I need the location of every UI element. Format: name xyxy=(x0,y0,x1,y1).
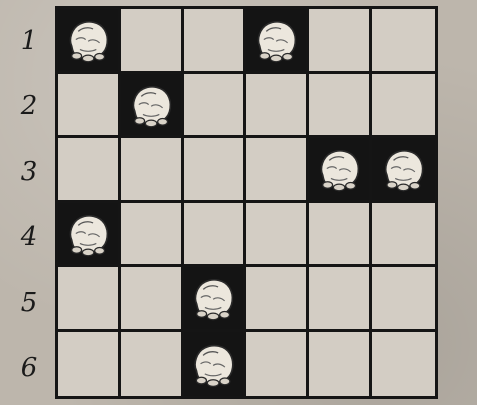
grid-cell-r5-c4[interactable] xyxy=(246,267,309,332)
grid-cell-r1-c3[interactable] xyxy=(184,9,247,74)
grid-cell-r5-c2[interactable] xyxy=(121,267,184,332)
grid-cell-r1-c1[interactable] xyxy=(58,9,121,74)
grid-cell-r6-c1[interactable] xyxy=(58,332,121,397)
grid-cell-r1-c4[interactable] xyxy=(246,9,309,74)
row-label-1: 1 xyxy=(12,8,46,74)
grid-cell-r4-c2[interactable] xyxy=(121,203,184,268)
grid-cell-r3-c4[interactable] xyxy=(246,138,309,203)
grid-cell-r6-c2[interactable] xyxy=(121,332,184,397)
grid-cell-r3-c6[interactable] xyxy=(372,138,435,203)
grid-cell-r4-c5[interactable] xyxy=(309,203,372,268)
grid-cell-r4-c3[interactable] xyxy=(184,203,247,268)
grid-cell-r5-c3[interactable] xyxy=(184,267,247,332)
grid-cell-r6-c6[interactable] xyxy=(372,332,435,397)
grid-cell-r1-c6[interactable] xyxy=(372,9,435,74)
rock-icon xyxy=(251,15,301,64)
rock-icon xyxy=(63,15,113,64)
rock-icon xyxy=(126,80,176,129)
grid-cell-r3-c3[interactable] xyxy=(184,138,247,203)
grid-cell-r2-c5[interactable] xyxy=(309,74,372,139)
grid-cell-r2-c3[interactable] xyxy=(184,74,247,139)
row-label-4: 4 xyxy=(12,204,46,270)
grid-cell-r4-c6[interactable] xyxy=(372,203,435,268)
puzzle-grid xyxy=(55,6,438,399)
row-label-3: 3 xyxy=(12,139,46,205)
row-label-6: 6 xyxy=(12,335,46,401)
grid-cell-r4-c4[interactable] xyxy=(246,203,309,268)
grid-cell-r4-c1[interactable] xyxy=(58,203,121,268)
grid-cell-r5-c6[interactable] xyxy=(372,267,435,332)
grid-cell-r6-c3[interactable] xyxy=(184,332,247,397)
rock-icon xyxy=(188,338,238,390)
grid-cell-r3-c5[interactable] xyxy=(309,138,372,203)
grid-cell-r6-c5[interactable] xyxy=(309,332,372,397)
rock-icon xyxy=(377,144,430,193)
grid-cell-r2-c6[interactable] xyxy=(372,74,435,139)
grid-cell-r1-c2[interactable] xyxy=(121,9,184,74)
grid-cell-r2-c1[interactable] xyxy=(58,74,121,139)
row-label-2: 2 xyxy=(12,73,46,139)
grid-cell-r3-c1[interactable] xyxy=(58,138,121,203)
grid-cell-r5-c1[interactable] xyxy=(58,267,121,332)
grid-cell-r1-c5[interactable] xyxy=(309,9,372,74)
grid-cell-r6-c4[interactable] xyxy=(246,332,309,397)
row-label-5: 5 xyxy=(12,270,46,336)
rock-icon xyxy=(314,144,364,193)
grid-cell-r3-c2[interactable] xyxy=(121,138,184,203)
rock-icon xyxy=(188,273,238,322)
grid-cell-r5-c5[interactable] xyxy=(309,267,372,332)
rock-icon xyxy=(63,209,113,258)
grid-cell-r2-c2[interactable] xyxy=(121,74,184,139)
grid-cell-r2-c4[interactable] xyxy=(246,74,309,139)
